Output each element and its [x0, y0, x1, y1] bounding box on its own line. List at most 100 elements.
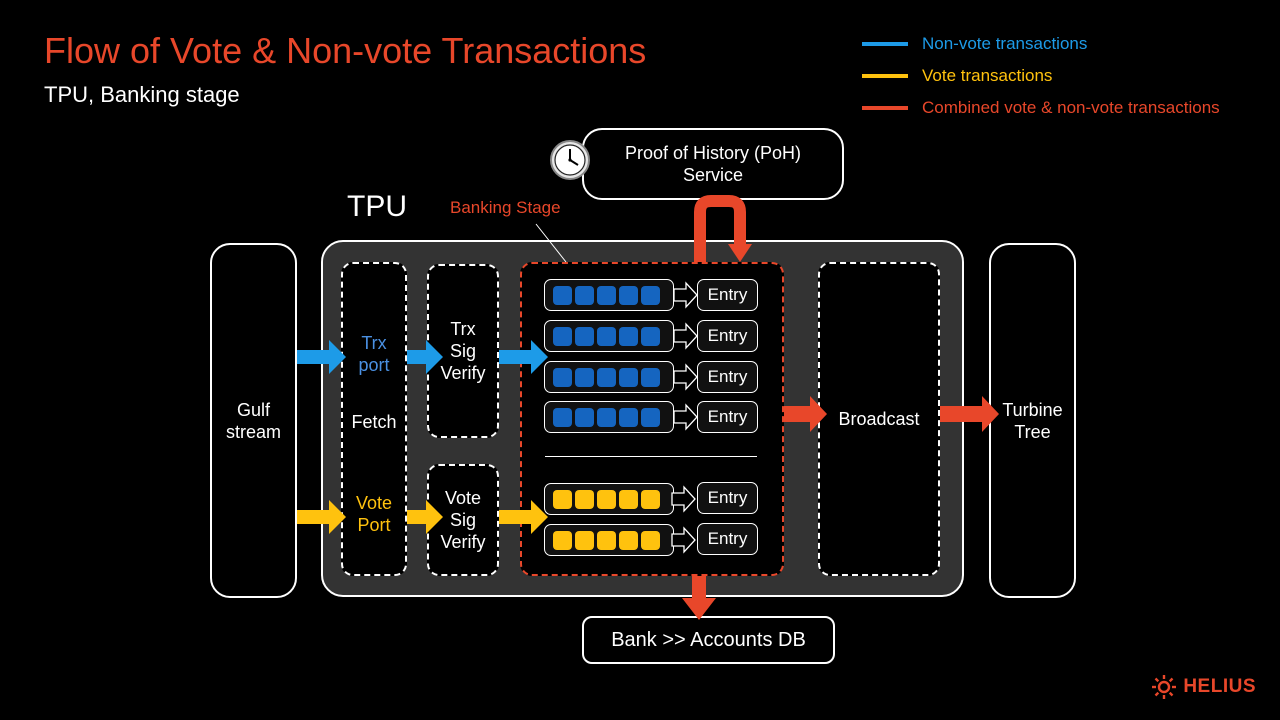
banking-stage-label: Banking Stage: [450, 198, 561, 217]
legend-vote: Vote transactions: [862, 64, 1052, 88]
entry-box: Entry: [697, 320, 758, 352]
entry-box: Entry: [697, 482, 758, 514]
queue-cell: [641, 530, 660, 550]
arrow-gulf-to-trx-port: [297, 340, 346, 374]
arrow-banking-to-broadcast: [784, 396, 827, 432]
helius-brand-text: HELIUS: [1183, 676, 1256, 697]
gulf-stream-label-2: stream: [225, 421, 281, 442]
queue-cell: [597, 326, 616, 346]
legend-line-combined: [862, 106, 908, 110]
queue-cell: [641, 326, 660, 346]
legend-label-vote: Vote transactions: [922, 66, 1053, 85]
arrow-gulf-to-vote-port: [297, 500, 346, 534]
queue-cell: [597, 285, 616, 305]
queue-cell: [597, 489, 616, 509]
broadcast-label: Broadcast: [838, 409, 920, 429]
legend-non-vote: Non-vote transactions: [862, 32, 1087, 56]
queue-cell: [619, 285, 638, 305]
poh-label-2: Service: [682, 165, 743, 185]
tpu-label: TPU: [347, 190, 407, 223]
vote-sig-verify-line2: Sig: [449, 510, 476, 530]
legend-label-non-vote: Non-vote transactions: [922, 34, 1088, 53]
queue-cell: [575, 285, 594, 305]
queue-to-entry-arrow: [673, 281, 698, 309]
queue-cell: [553, 367, 572, 387]
arrow-trx-port-to-sigverify: [407, 340, 443, 374]
trx-sig-verify-line1: Trx: [450, 319, 476, 339]
queue-cell: [575, 530, 594, 550]
queue-cell: [575, 407, 594, 427]
trx-port-line2: port: [358, 355, 390, 375]
queue-cell: [619, 530, 638, 550]
queue-to-entry-arrow: [673, 363, 698, 391]
queue-cell: [553, 285, 572, 305]
trx-port-line1: Trx: [361, 333, 387, 353]
poh-label-1: Proof of History (PoH): [624, 143, 802, 163]
trx-port-label: Trx port: [341, 332, 407, 376]
legend-line-non-vote: [862, 42, 908, 46]
legend-label-combined: Combined vote & non-vote transactions: [922, 98, 1220, 117]
fetch-label: Fetch: [351, 412, 397, 432]
trx-sig-verify-line2: Sig: [449, 341, 476, 361]
queue-to-entry-arrow: [671, 526, 696, 554]
queue-cell: [641, 489, 660, 509]
queue-cell: [619, 326, 638, 346]
broadcast-box: Broadcast: [818, 262, 940, 576]
queue-cell: [553, 489, 572, 509]
entry-box: Entry: [697, 361, 758, 393]
queue-separator: [545, 456, 757, 457]
entry-box: Entry: [697, 523, 758, 555]
entry-box: Entry: [697, 279, 758, 311]
vote-port-line1: Vote: [355, 493, 393, 513]
queue-cell: [619, 407, 638, 427]
page-title: Flow of Vote & Non-vote Transactions: [44, 30, 647, 71]
queue-cell: [597, 530, 616, 550]
arrow-vote-sigverify-to-banking: [499, 500, 548, 534]
clock-icon: [550, 140, 590, 180]
non-vote-queue: [544, 401, 674, 433]
vote-sig-verify-line3: Verify: [440, 532, 486, 552]
arrow-banking-to-bank: [682, 576, 716, 620]
helius-logo: HELIUS: [1151, 674, 1256, 700]
queue-cell: [619, 489, 638, 509]
arrow-sigverify-to-banking: [499, 340, 548, 374]
legend-combined: Combined vote & non-vote transactions: [862, 96, 1220, 120]
queue-cell: [575, 326, 594, 346]
turbine-label-2: Tree: [1014, 421, 1051, 442]
vote-sig-verify-line1: Vote: [444, 488, 482, 508]
arrow-broadcast-to-turbine: [940, 396, 999, 432]
queue-cell: [641, 407, 660, 427]
queue-cell: [553, 326, 572, 346]
queue-cell: [597, 407, 616, 427]
non-vote-queue: [544, 279, 674, 311]
queue-cell: [641, 285, 660, 305]
queue-cell: [575, 489, 594, 509]
queue-cell: [553, 407, 572, 427]
arrow-poh-loop-head: [728, 244, 752, 262]
queue-to-entry-arrow: [673, 403, 698, 431]
non-vote-queue: [544, 320, 674, 352]
poh-service-box: Proof of History (PoH) Service: [582, 128, 844, 200]
turbine-label-1: Turbine: [1002, 399, 1063, 420]
bank-accounts-db-box: Bank >> Accounts DB: [582, 616, 835, 664]
queue-to-entry-arrow: [673, 322, 698, 350]
fetch-box: [341, 262, 407, 576]
vote-queue: [544, 483, 674, 515]
queue-cell: [575, 367, 594, 387]
gulf-stream-box: Gulf stream: [210, 243, 297, 598]
queue-cell: [553, 530, 572, 550]
vote-port-label: Vote Port: [341, 492, 407, 536]
bank-label: Bank >> Accounts DB: [611, 629, 806, 651]
entry-box: Entry: [697, 401, 758, 433]
page-subtitle: TPU, Banking stage: [44, 82, 240, 107]
vote-port-line2: Port: [357, 515, 391, 535]
queue-cell: [597, 367, 616, 387]
legend-line-vote: [862, 74, 908, 78]
arrow-vote-port-to-sigverify: [407, 500, 443, 534]
helius-mark-icon: [1152, 675, 1177, 699]
queue-cell: [641, 367, 660, 387]
trx-sig-verify-line3: Verify: [440, 363, 486, 383]
banking-stage-pointer: [535, 223, 567, 263]
queue-cell: [619, 367, 638, 387]
